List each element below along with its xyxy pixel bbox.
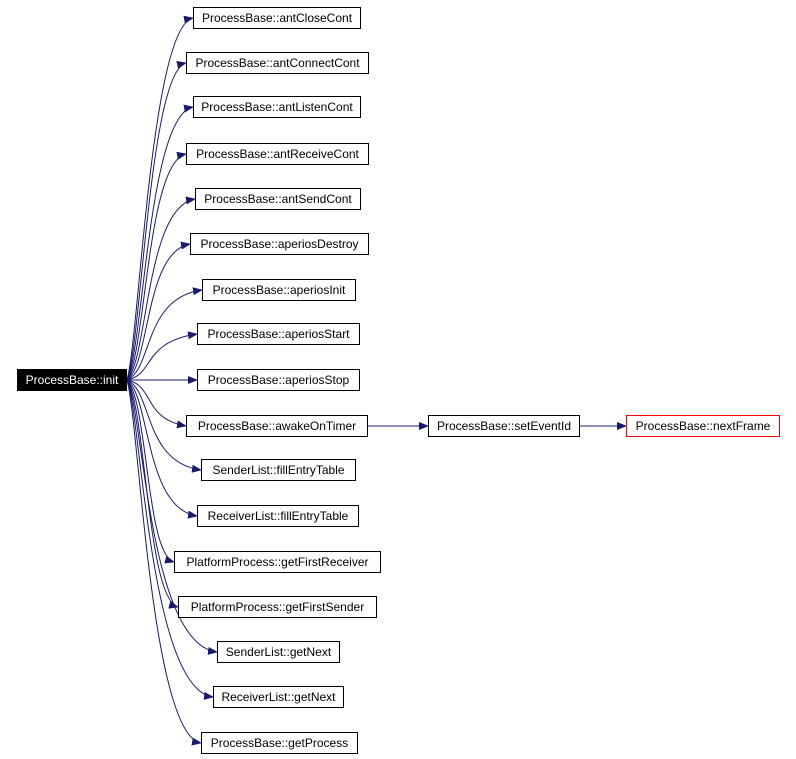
edge-to-callee-3 <box>126 151 187 381</box>
node-seteventid[interactable]: ProcessBase::setEventId <box>428 415 580 437</box>
node-antlistencont[interactable]: ProcessBase::antListenCont <box>193 96 361 118</box>
edge-to-callee-2 <box>126 104 194 381</box>
node-receiverlist-getnext[interactable]: ReceiverList::getNext <box>213 686 344 708</box>
node-antreceivecont[interactable]: ProcessBase::antReceiveCont <box>186 143 369 165</box>
edge-to-callee-13 <box>126 379 179 609</box>
node-senderlist-getnext[interactable]: SenderList::getNext <box>217 641 340 663</box>
edge-to-callee-12 <box>126 379 175 564</box>
node-awakeontimer[interactable]: ProcessBase::awakeOnTimer <box>186 415 368 437</box>
node-getfirstreceiver[interactable]: PlatformProcess::getFirstReceiver <box>174 551 381 573</box>
node-aperiosstart[interactable]: ProcessBase::aperiosStart <box>197 323 360 345</box>
node-aperiosdestroy[interactable]: ProcessBase::aperiosDestroy <box>190 233 369 255</box>
node-antconnectcont[interactable]: ProcessBase::antConnectCont <box>186 52 369 74</box>
edge-to-callee-1 <box>126 61 187 381</box>
node-nextframe[interactable]: ProcessBase::nextFrame <box>626 415 780 437</box>
node-aperiosinit[interactable]: ProcessBase::aperiosInit <box>202 279 356 301</box>
node-senderlist-fillentrytable[interactable]: SenderList::fillEntryTable <box>201 459 356 481</box>
edge-to-callee-14 <box>126 379 218 655</box>
edge-to-callee-9 <box>126 379 187 429</box>
node-root: ProcessBase::init <box>17 369 127 391</box>
node-getprocess[interactable]: ProcessBase::getProcess <box>201 732 358 754</box>
edge-to-callee-11 <box>126 379 198 519</box>
edge-to-callee-7 <box>126 331 198 381</box>
node-antsendcont[interactable]: ProcessBase::antSendCont <box>195 188 361 210</box>
edge-to-callee-10 <box>126 379 202 473</box>
edge-to-callee-15 <box>126 379 214 700</box>
edge-to-callee-5 <box>126 241 191 381</box>
node-receiverlist-fillentrytable[interactable]: ReceiverList::fillEntryTable <box>197 505 359 527</box>
node-aperiosstop[interactable]: ProcessBase::aperiosStop <box>197 369 360 391</box>
edge-to-callee-16 <box>126 379 202 746</box>
edge-to-callee-4 <box>126 196 196 381</box>
node-antclosecont[interactable]: ProcessBase::antCloseCont <box>193 7 361 29</box>
edge-to-callee-6 <box>126 287 203 381</box>
edge-to-callee-0 <box>126 15 194 381</box>
node-getfirstsender[interactable]: PlatformProcess::getFirstSender <box>178 596 377 618</box>
